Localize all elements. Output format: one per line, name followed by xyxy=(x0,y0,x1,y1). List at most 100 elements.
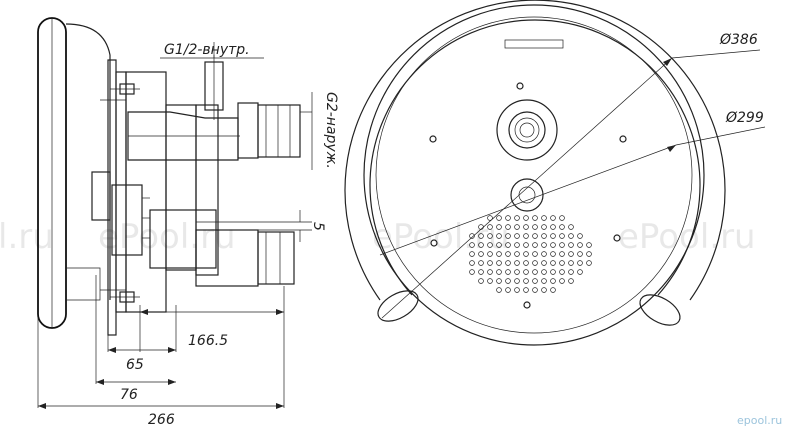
grid-hole xyxy=(478,251,484,257)
grid-hole xyxy=(550,224,556,230)
grid-hole xyxy=(577,269,583,275)
grid-hole xyxy=(514,260,520,266)
suction-grid xyxy=(469,215,592,293)
grid-hole xyxy=(568,251,574,257)
inner-flange xyxy=(375,16,693,334)
grid-hole xyxy=(541,260,547,266)
grid-hole xyxy=(514,215,520,221)
diameter-386: Ø386 xyxy=(719,32,758,48)
grid-hole xyxy=(505,287,511,293)
grid-hole xyxy=(505,215,511,221)
grid-hole xyxy=(550,260,556,266)
grid-hole xyxy=(469,269,475,275)
grid-hole xyxy=(550,251,556,257)
grid-hole xyxy=(586,242,592,248)
grid-hole xyxy=(550,242,556,248)
front-view xyxy=(344,0,766,346)
grid-hole xyxy=(487,269,493,275)
grid-hole xyxy=(559,215,565,221)
grid-hole xyxy=(505,269,511,275)
control-button xyxy=(510,178,544,212)
dimension-266: 266 xyxy=(148,412,175,428)
grid-hole xyxy=(478,233,484,239)
grid-hole xyxy=(496,233,502,239)
grid-hole xyxy=(505,251,511,257)
grid-hole xyxy=(496,260,502,266)
grid-hole xyxy=(487,278,493,284)
grid-hole xyxy=(469,242,475,248)
grid-hole xyxy=(523,251,529,257)
watermark-1: l.ru xyxy=(0,217,54,257)
grid-hole xyxy=(577,233,583,239)
grid-hole xyxy=(514,224,520,230)
grid-hole xyxy=(532,278,538,284)
grid-hole xyxy=(586,260,592,266)
watermark-2: ePool.ru xyxy=(98,217,236,257)
grid-hole xyxy=(577,251,583,257)
grid-hole xyxy=(568,242,574,248)
grid-hole xyxy=(532,287,538,293)
grid-hole xyxy=(469,251,475,257)
grid-hole xyxy=(523,233,529,239)
grid-hole xyxy=(559,278,565,284)
grid-hole xyxy=(559,224,565,230)
grid-hole xyxy=(523,260,529,266)
grid-hole xyxy=(496,269,502,275)
watermark-3: ePool.ru xyxy=(372,217,510,257)
grid-hole xyxy=(577,242,583,248)
grid-hole xyxy=(487,242,493,248)
grid-hole xyxy=(559,233,565,239)
grid-hole xyxy=(541,233,547,239)
grid-hole xyxy=(514,278,520,284)
grid-hole xyxy=(568,233,574,239)
grid-hole xyxy=(559,260,565,266)
dimension-166-5: 166.5 xyxy=(188,333,228,349)
grid-hole xyxy=(532,242,538,248)
grid-hole xyxy=(496,242,502,248)
grid-hole xyxy=(550,233,556,239)
grid-hole xyxy=(532,260,538,266)
grid-hole xyxy=(523,278,529,284)
side-view xyxy=(37,17,313,409)
grid-hole xyxy=(523,269,529,275)
grid-hole xyxy=(478,260,484,266)
grid-hole xyxy=(559,269,565,275)
grid-hole xyxy=(559,251,565,257)
grid-hole xyxy=(505,224,511,230)
grid-hole xyxy=(487,260,493,266)
grid-hole xyxy=(487,224,493,230)
grid-hole xyxy=(523,224,529,230)
grid-hole xyxy=(478,278,484,284)
grid-hole xyxy=(469,260,475,266)
grid-hole xyxy=(532,233,538,239)
grid-hole xyxy=(496,215,502,221)
grid-hole xyxy=(496,251,502,257)
thread-outer-label: G2-наруж. xyxy=(323,92,339,169)
grid-hole xyxy=(550,287,556,293)
grid-hole xyxy=(532,224,538,230)
grid-hole xyxy=(487,233,493,239)
grid-hole xyxy=(514,287,520,293)
dimension-76: 76 xyxy=(120,387,138,403)
grid-hole xyxy=(550,215,556,221)
grid-hole xyxy=(568,269,574,275)
grid-hole xyxy=(541,278,547,284)
grid-hole xyxy=(577,260,583,266)
jet-nozzle xyxy=(496,99,558,161)
watermark-4: ePool.ru xyxy=(618,217,756,257)
grid-hole xyxy=(541,287,547,293)
grid-hole xyxy=(505,260,511,266)
grid-hole xyxy=(523,287,529,293)
grid-hole xyxy=(514,269,520,275)
grid-hole xyxy=(532,251,538,257)
grid-hole xyxy=(505,278,511,284)
grid-hole xyxy=(505,242,511,248)
dimension-65: 65 xyxy=(126,357,144,373)
outer-ring xyxy=(363,4,705,346)
grid-hole xyxy=(586,251,592,257)
grid-hole xyxy=(514,242,520,248)
grid-hole xyxy=(541,269,547,275)
grid-hole xyxy=(568,224,574,230)
grid-hole xyxy=(541,251,547,257)
grid-hole xyxy=(469,233,475,239)
